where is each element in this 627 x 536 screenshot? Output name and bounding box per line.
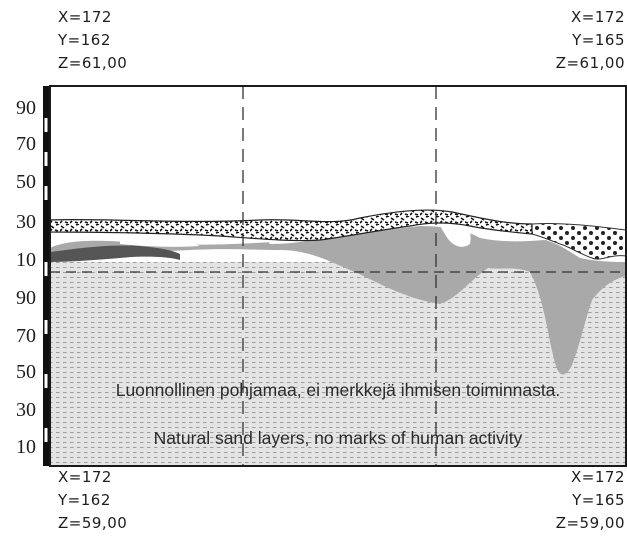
coord-x: X=172 <box>58 468 112 486</box>
coord-x: X=172 <box>58 8 112 26</box>
coords-bottom-left: X=172 Y=162 Z=59,00 <box>58 466 127 535</box>
coords-bottom-right: X=172 Y=165 Z=59,00 <box>556 466 625 535</box>
depth-tick: 90 <box>16 97 36 119</box>
clay-layer <box>50 226 626 375</box>
depth-tick: 50 <box>16 171 36 193</box>
coord-z: Z=59,00 <box>555 514 625 532</box>
topsoil-layer <box>50 209 533 242</box>
depth-tick: 10 <box>16 249 36 271</box>
coord-z: Z=61,00 <box>58 54 128 72</box>
coord-x: X=172 <box>571 468 625 486</box>
coord-x: X=172 <box>571 8 625 26</box>
depth-tick: 70 <box>16 133 36 155</box>
coord-y: Y=162 <box>58 31 111 49</box>
coord-z: Z=61,00 <box>555 54 625 72</box>
caption-english: Natural sand layers, no marks of human a… <box>153 428 523 448</box>
depth-tick: 70 <box>16 325 36 347</box>
coord-y: Y=165 <box>572 491 625 509</box>
depth-tick: 30 <box>16 211 36 233</box>
white-lens-left <box>120 234 200 247</box>
depth-tick: 50 <box>16 361 36 383</box>
coord-y: Y=162 <box>58 491 111 509</box>
coord-z: Z=59,00 <box>58 514 128 532</box>
scale-bar-gaps <box>44 118 48 442</box>
caption-finnish: Luonnollinen pohjamaa, ei merkkejä ihmis… <box>115 380 561 400</box>
plot-frame <box>49 85 627 467</box>
gravel-layer <box>531 222 626 260</box>
depth-tick: 30 <box>16 399 36 421</box>
depth-tick: 10 <box>16 436 36 458</box>
coords-top-right: X=172 Y=165 Z=61,00 <box>556 6 625 75</box>
dark-band <box>50 245 180 262</box>
sand-layer <box>50 262 626 466</box>
coord-y: Y=165 <box>572 31 625 49</box>
coords-top-left: X=172 Y=162 Z=61,00 <box>58 6 127 75</box>
depth-tick: 90 <box>16 287 36 309</box>
